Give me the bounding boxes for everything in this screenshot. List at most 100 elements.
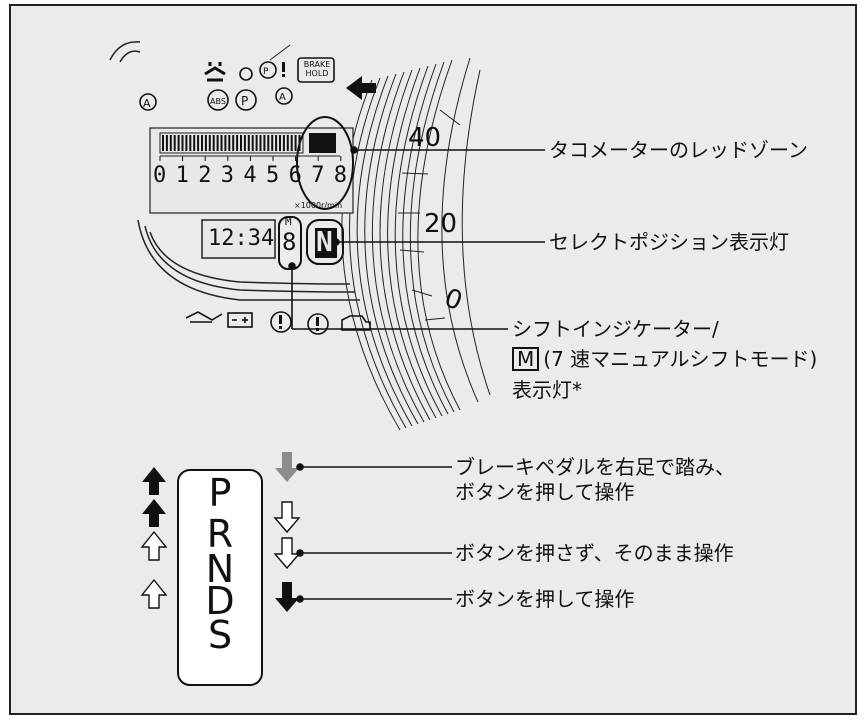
svg-text:P: P <box>241 94 248 108</box>
clock-box <box>201 219 276 259</box>
right-down-arrows <box>273 452 301 612</box>
tacho-bar-segment <box>232 135 235 151</box>
tacho-bar-segment <box>263 135 266 151</box>
tacho-bar-segment <box>228 135 231 151</box>
gear-digit: 8 <box>282 228 297 256</box>
tacho-bar-segment <box>247 135 250 151</box>
svg-text:P: P <box>263 67 269 77</box>
tacho-bar-segment <box>279 135 281 151</box>
tacho-scale-number: 6 <box>288 163 302 188</box>
tacho-bar-segment <box>189 135 192 151</box>
tacho-bar-segment <box>251 135 254 151</box>
tacho-bar-segment <box>275 135 278 151</box>
redzone-highlight <box>296 116 354 210</box>
abs-icon: ABS <box>207 89 229 111</box>
tacho-scale-number: 4 <box>243 163 257 188</box>
tacho-bar-segment <box>240 135 242 151</box>
tacho-scale-number: 7 <box>311 163 325 188</box>
oil-pressure-icon <box>185 311 223 323</box>
tacho-bar-segment <box>193 135 196 151</box>
shift-position-n: N <box>205 547 235 591</box>
tacho-scale-number: 1 <box>175 163 189 188</box>
callout-redzone: タコメーターのレッドゾーン <box>549 138 808 162</box>
tacho-bar-segment <box>212 135 215 151</box>
cluster-outline <box>109 41 360 301</box>
up-arrow-outline-icon-d <box>140 578 168 609</box>
system-warning-icon <box>307 313 329 335</box>
tachometer-display <box>149 127 354 214</box>
down-arrow-outline-icon-r <box>273 501 301 534</box>
tacho-bar-segment <box>165 135 168 151</box>
shift-position-r: R <box>206 512 234 556</box>
tacho-scale-number: 0 <box>153 163 167 188</box>
speed-label-40: 40 <box>408 123 442 153</box>
epb-warning-icon: P <box>259 61 285 79</box>
up-arrow-outline-icon-n <box>140 530 168 561</box>
battery-icon <box>227 312 253 328</box>
parking-brake-icon: P <box>235 89 257 111</box>
auto-hold-icon: A <box>275 87 293 105</box>
legend-leaders <box>296 463 452 603</box>
turn-signal-arrow-icon <box>346 76 376 100</box>
speed-label-20: 20 <box>424 209 458 239</box>
tacho-bar-segment <box>267 135 270 151</box>
speedometer-ring <box>269 44 491 431</box>
tacho-bar-segment <box>290 135 293 151</box>
tacho-bar-segment <box>286 135 289 151</box>
tacho-redzone-block <box>309 133 336 153</box>
callout-leaders <box>288 146 545 330</box>
m-mode-box: M <box>512 347 540 371</box>
lower-warning-icons <box>185 311 371 335</box>
down-arrow-gray-icon <box>275 452 299 482</box>
callout-shift-indicator-line1: シフトインジケーター/ <box>512 317 719 341</box>
rpm-unit-label: ×1000r/min <box>294 201 343 210</box>
callout-shift-indicator-line3: 表示灯* <box>512 378 582 402</box>
callout-shift-indicator-mode: (7 速マニュアルシフトモード) <box>543 347 818 371</box>
shift-position-p: P <box>208 471 232 515</box>
clock-readout: 12:34 <box>208 226 275 251</box>
left-up-arrows <box>140 467 168 609</box>
up-arrow-filled-icon-p <box>142 467 166 495</box>
legend-no-button: ボタンを押さず、そのまま操作 <box>455 541 734 565</box>
tacho-bar-segment <box>201 135 203 151</box>
tacho-bar-segment <box>173 135 176 151</box>
tacho-bar-segment <box>181 135 184 151</box>
tacho-bar-segment <box>243 135 246 151</box>
tacho-bar-segment <box>282 135 285 151</box>
parking-assist-icon <box>204 62 226 82</box>
tacho-scale-number: 5 <box>266 163 280 188</box>
tacho-bar-segment <box>271 135 274 151</box>
brake-warning-icon <box>270 311 292 333</box>
auto-icon: A <box>139 93 157 111</box>
tacho-bar-segment <box>177 135 180 151</box>
callout-selector-position: セレクトポジション表示灯 <box>549 230 789 254</box>
shift-position-d: D <box>205 579 235 623</box>
tacho-bar-segment <box>169 135 172 151</box>
tacho-bar-segment <box>208 135 211 151</box>
tacho-bar-segment <box>185 135 188 151</box>
svg-text:A: A <box>279 92 286 103</box>
indicator-circle-icon <box>239 67 253 81</box>
tacho-bar-segment <box>224 135 227 151</box>
selector-position-lcd <box>315 228 337 258</box>
tacho-bar-segment <box>294 135 297 151</box>
selector-position-letter: N <box>316 225 333 258</box>
tacho-scale-number: 3 <box>220 163 235 188</box>
tacho-scale-number: 8 <box>333 163 348 188</box>
legend-press-button: ボタンを押して操作 <box>455 587 635 611</box>
tacho-bar-segment <box>259 135 262 151</box>
down-arrow-filled-icon-d <box>275 582 299 612</box>
up-arrow-filled-icon-r <box>142 499 166 527</box>
gear-mode-letter: M <box>285 215 292 228</box>
shift-gate-outline <box>177 469 263 686</box>
tacho-bar-segment <box>197 135 200 151</box>
tacho-bar-segment <box>216 135 219 151</box>
svg-text:A: A <box>143 97 151 110</box>
down-arrow-outline-icon-n <box>273 537 301 570</box>
callout-shift-indicator-line2: M(7 速マニュアルシフトモード) <box>512 347 817 371</box>
tacho-bar-segment <box>236 135 239 151</box>
tacho-bar-segment <box>162 135 164 151</box>
svg-text:ABS: ABS <box>210 97 226 106</box>
